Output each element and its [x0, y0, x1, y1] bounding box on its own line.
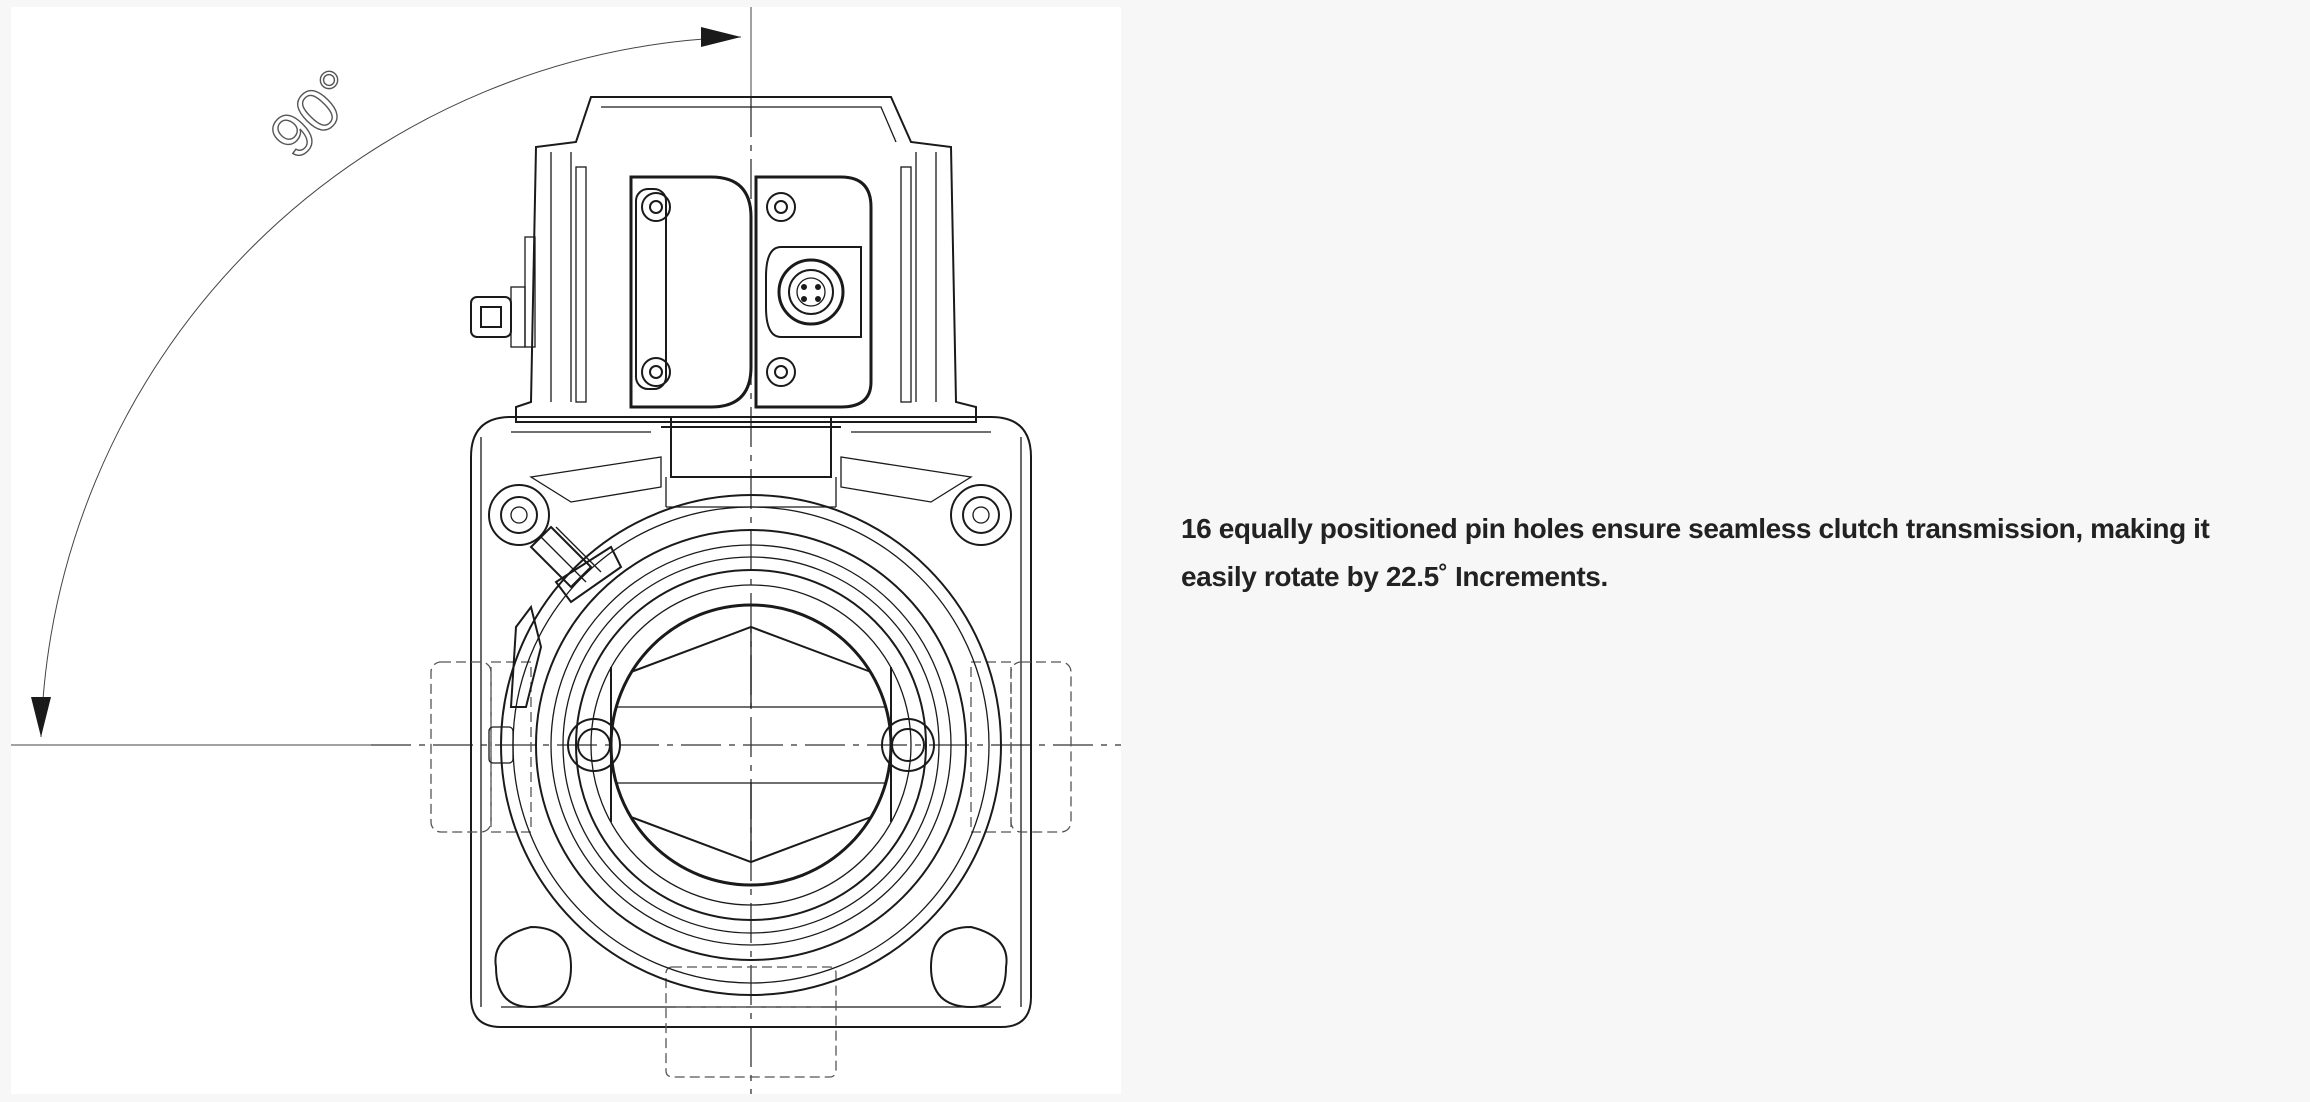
center-lines	[11, 7, 1121, 1094]
main-housing	[430, 416, 1072, 1078]
rotation-arc: 90°	[31, 27, 742, 738]
locking-pin-icon	[881, 718, 935, 772]
release-lever	[529, 525, 593, 589]
cover-plate-left	[629, 175, 753, 409]
side-nut-icon	[488, 726, 514, 764]
screw-icon	[641, 357, 671, 387]
angle-label: 90°	[257, 57, 372, 172]
motor-front-view-drawing: 90°	[11, 7, 1121, 1094]
top-drive-module	[470, 96, 977, 423]
locking-pin-icon	[567, 718, 621, 772]
screw-icon	[766, 192, 796, 222]
feature-caption: 16 equally positioned pin holes ensure s…	[1181, 513, 2210, 592]
clutch-ring-assembly	[488, 494, 1002, 996]
side-nut-icon	[470, 236, 536, 348]
screw-icon	[641, 192, 671, 222]
arc-arrowhead-bottom	[31, 697, 51, 737]
bolt-icon	[962, 496, 1000, 534]
screw-icon	[766, 357, 796, 387]
arc-arrowhead-top	[701, 27, 741, 47]
cover-plate-right	[754, 175, 873, 409]
connector-icon	[777, 258, 845, 326]
technical-drawing-panel: 90°	[11, 7, 1121, 1094]
bolt-icon	[500, 496, 538, 534]
